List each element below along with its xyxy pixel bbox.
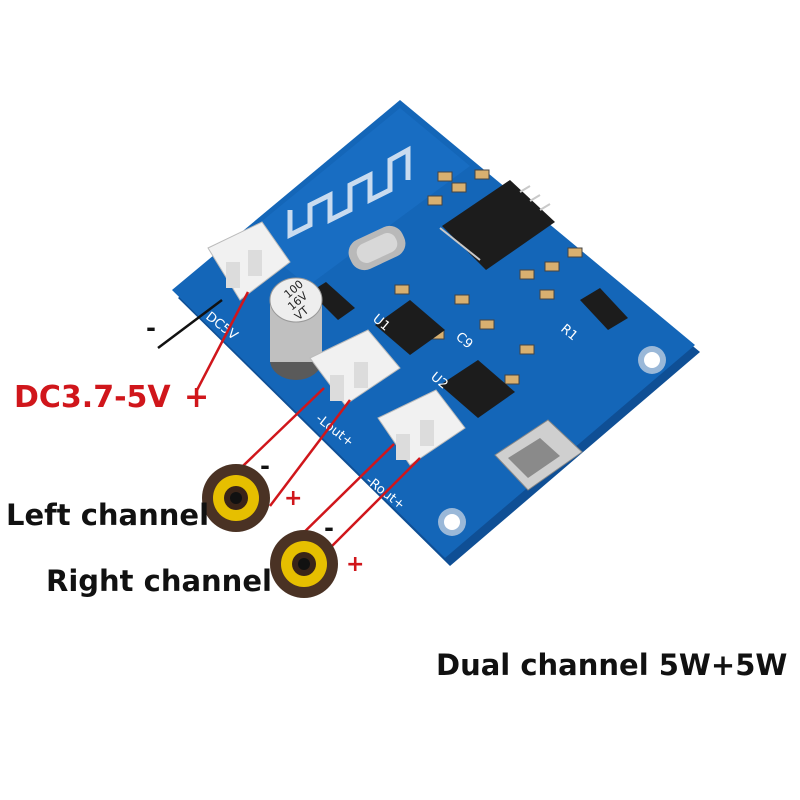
diode bbox=[310, 282, 628, 330]
left-output-connector bbox=[309, 329, 401, 406]
left-minus-label: - bbox=[260, 452, 270, 480]
left-channel-label: Left channel bbox=[6, 498, 210, 532]
left-speaker-icon bbox=[202, 464, 270, 532]
antenna-trace bbox=[287, 145, 411, 240]
amplifier-chip-u2 bbox=[440, 360, 515, 418]
right-output-connector bbox=[377, 389, 466, 466]
amplifier-chip-u1 bbox=[375, 300, 445, 355]
power-plus-label: + bbox=[184, 380, 210, 415]
right-speaker-icon bbox=[270, 530, 338, 598]
micro-usb-port bbox=[494, 419, 583, 491]
right-plus-label: + bbox=[346, 552, 365, 577]
right-channel-label: Right channel bbox=[46, 564, 272, 598]
power-voltage-label: DC3.7-5V bbox=[14, 380, 171, 415]
left-plus-label: + bbox=[284, 486, 303, 511]
crystal-oscillator bbox=[348, 225, 406, 271]
bluetooth-ic bbox=[439, 180, 555, 270]
wires bbox=[157, 291, 421, 559]
right-minus-label: - bbox=[324, 514, 334, 542]
dc-connector bbox=[207, 221, 291, 301]
caption: Dual channel 5W+5W bbox=[436, 648, 788, 682]
power-minus-label: - bbox=[146, 314, 156, 342]
electrolytic-capacitor bbox=[269, 277, 323, 380]
mounting-holes bbox=[438, 346, 666, 536]
